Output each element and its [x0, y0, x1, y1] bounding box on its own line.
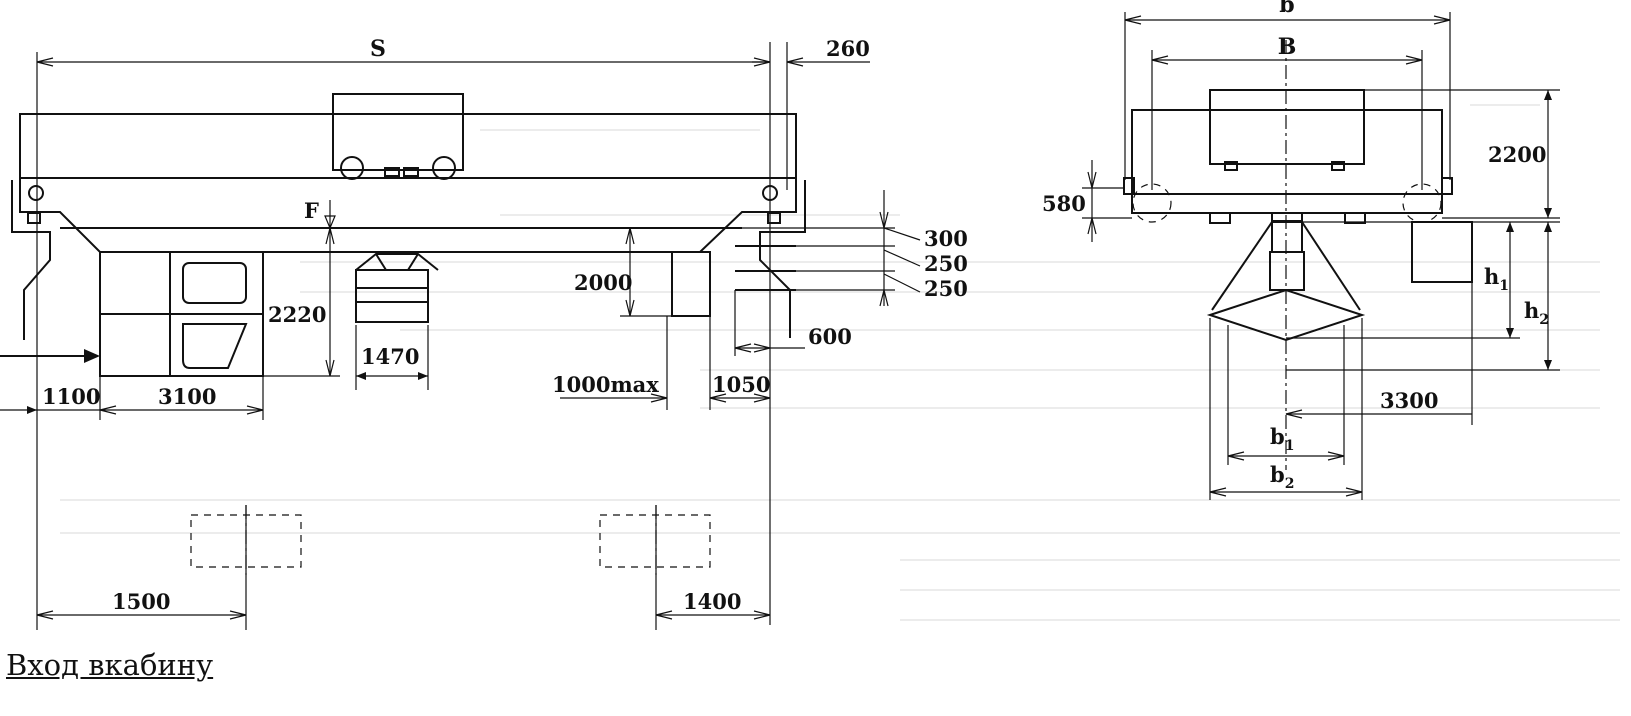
left-rail-support: [11, 180, 51, 340]
dim-b1: b1: [1270, 424, 1294, 454]
dim-1470: 1470: [361, 344, 419, 369]
dim-1050: 1050: [712, 372, 770, 397]
rail-outline-right: [599, 514, 711, 568]
trolley-wheel-right: [432, 156, 456, 180]
dim-1100: 1100: [42, 384, 100, 409]
hoist-drum: [1271, 221, 1303, 253]
dim-2220: 2220: [268, 302, 326, 327]
hook-diamond: [1206, 288, 1366, 342]
dim-3100: 3100: [158, 384, 216, 409]
right-rail-support: [759, 180, 806, 338]
dim-250-upper: 250: [924, 251, 968, 276]
dim-300: 300: [924, 226, 968, 251]
dim-B: B: [1278, 34, 1297, 60]
background-show-through: [60, 104, 1620, 621]
deflection-F: F: [304, 198, 319, 223]
span-label: S: [370, 36, 386, 62]
left-wheel: [28, 185, 44, 201]
dim-2000: 2000: [574, 270, 632, 295]
front-view: S 260 F 2220 1470 2000 300: [0, 36, 968, 630]
dim-580: 580: [1042, 191, 1086, 216]
dim-1400: 1400: [683, 589, 741, 614]
side-trolley-frame: [1131, 109, 1443, 214]
side-view: b B 2200 580 h1 h2 3300 b1: [1042, 0, 1560, 500]
side-box: [1411, 221, 1473, 283]
dim-260: 260: [826, 36, 870, 61]
dim-2200: 2200: [1488, 142, 1546, 167]
trolley: [332, 93, 464, 171]
dim-600: 600: [808, 324, 852, 349]
right-equipment-box: [671, 251, 711, 317]
trolley-wheel-left: [340, 156, 364, 180]
dim-h2: h2: [1524, 298, 1549, 328]
cabin-entry-caption: Вход вкабину: [6, 648, 214, 682]
dim-b: b: [1279, 0, 1294, 18]
main-girder: [19, 113, 797, 179]
side-wheel-left: [1132, 183, 1172, 223]
dim-1500: 1500: [112, 589, 170, 614]
dim-3300: 3300: [1380, 388, 1438, 413]
side-trolley-top: [1209, 89, 1365, 165]
end-beam-outline: [19, 190, 797, 253]
dim-250-lower: 250: [924, 276, 968, 301]
hook-block: [355, 253, 439, 323]
dim-b2: b2: [1270, 462, 1294, 492]
dim-h1: h1: [1484, 264, 1509, 294]
dim-1000max: 1000max: [552, 372, 659, 397]
